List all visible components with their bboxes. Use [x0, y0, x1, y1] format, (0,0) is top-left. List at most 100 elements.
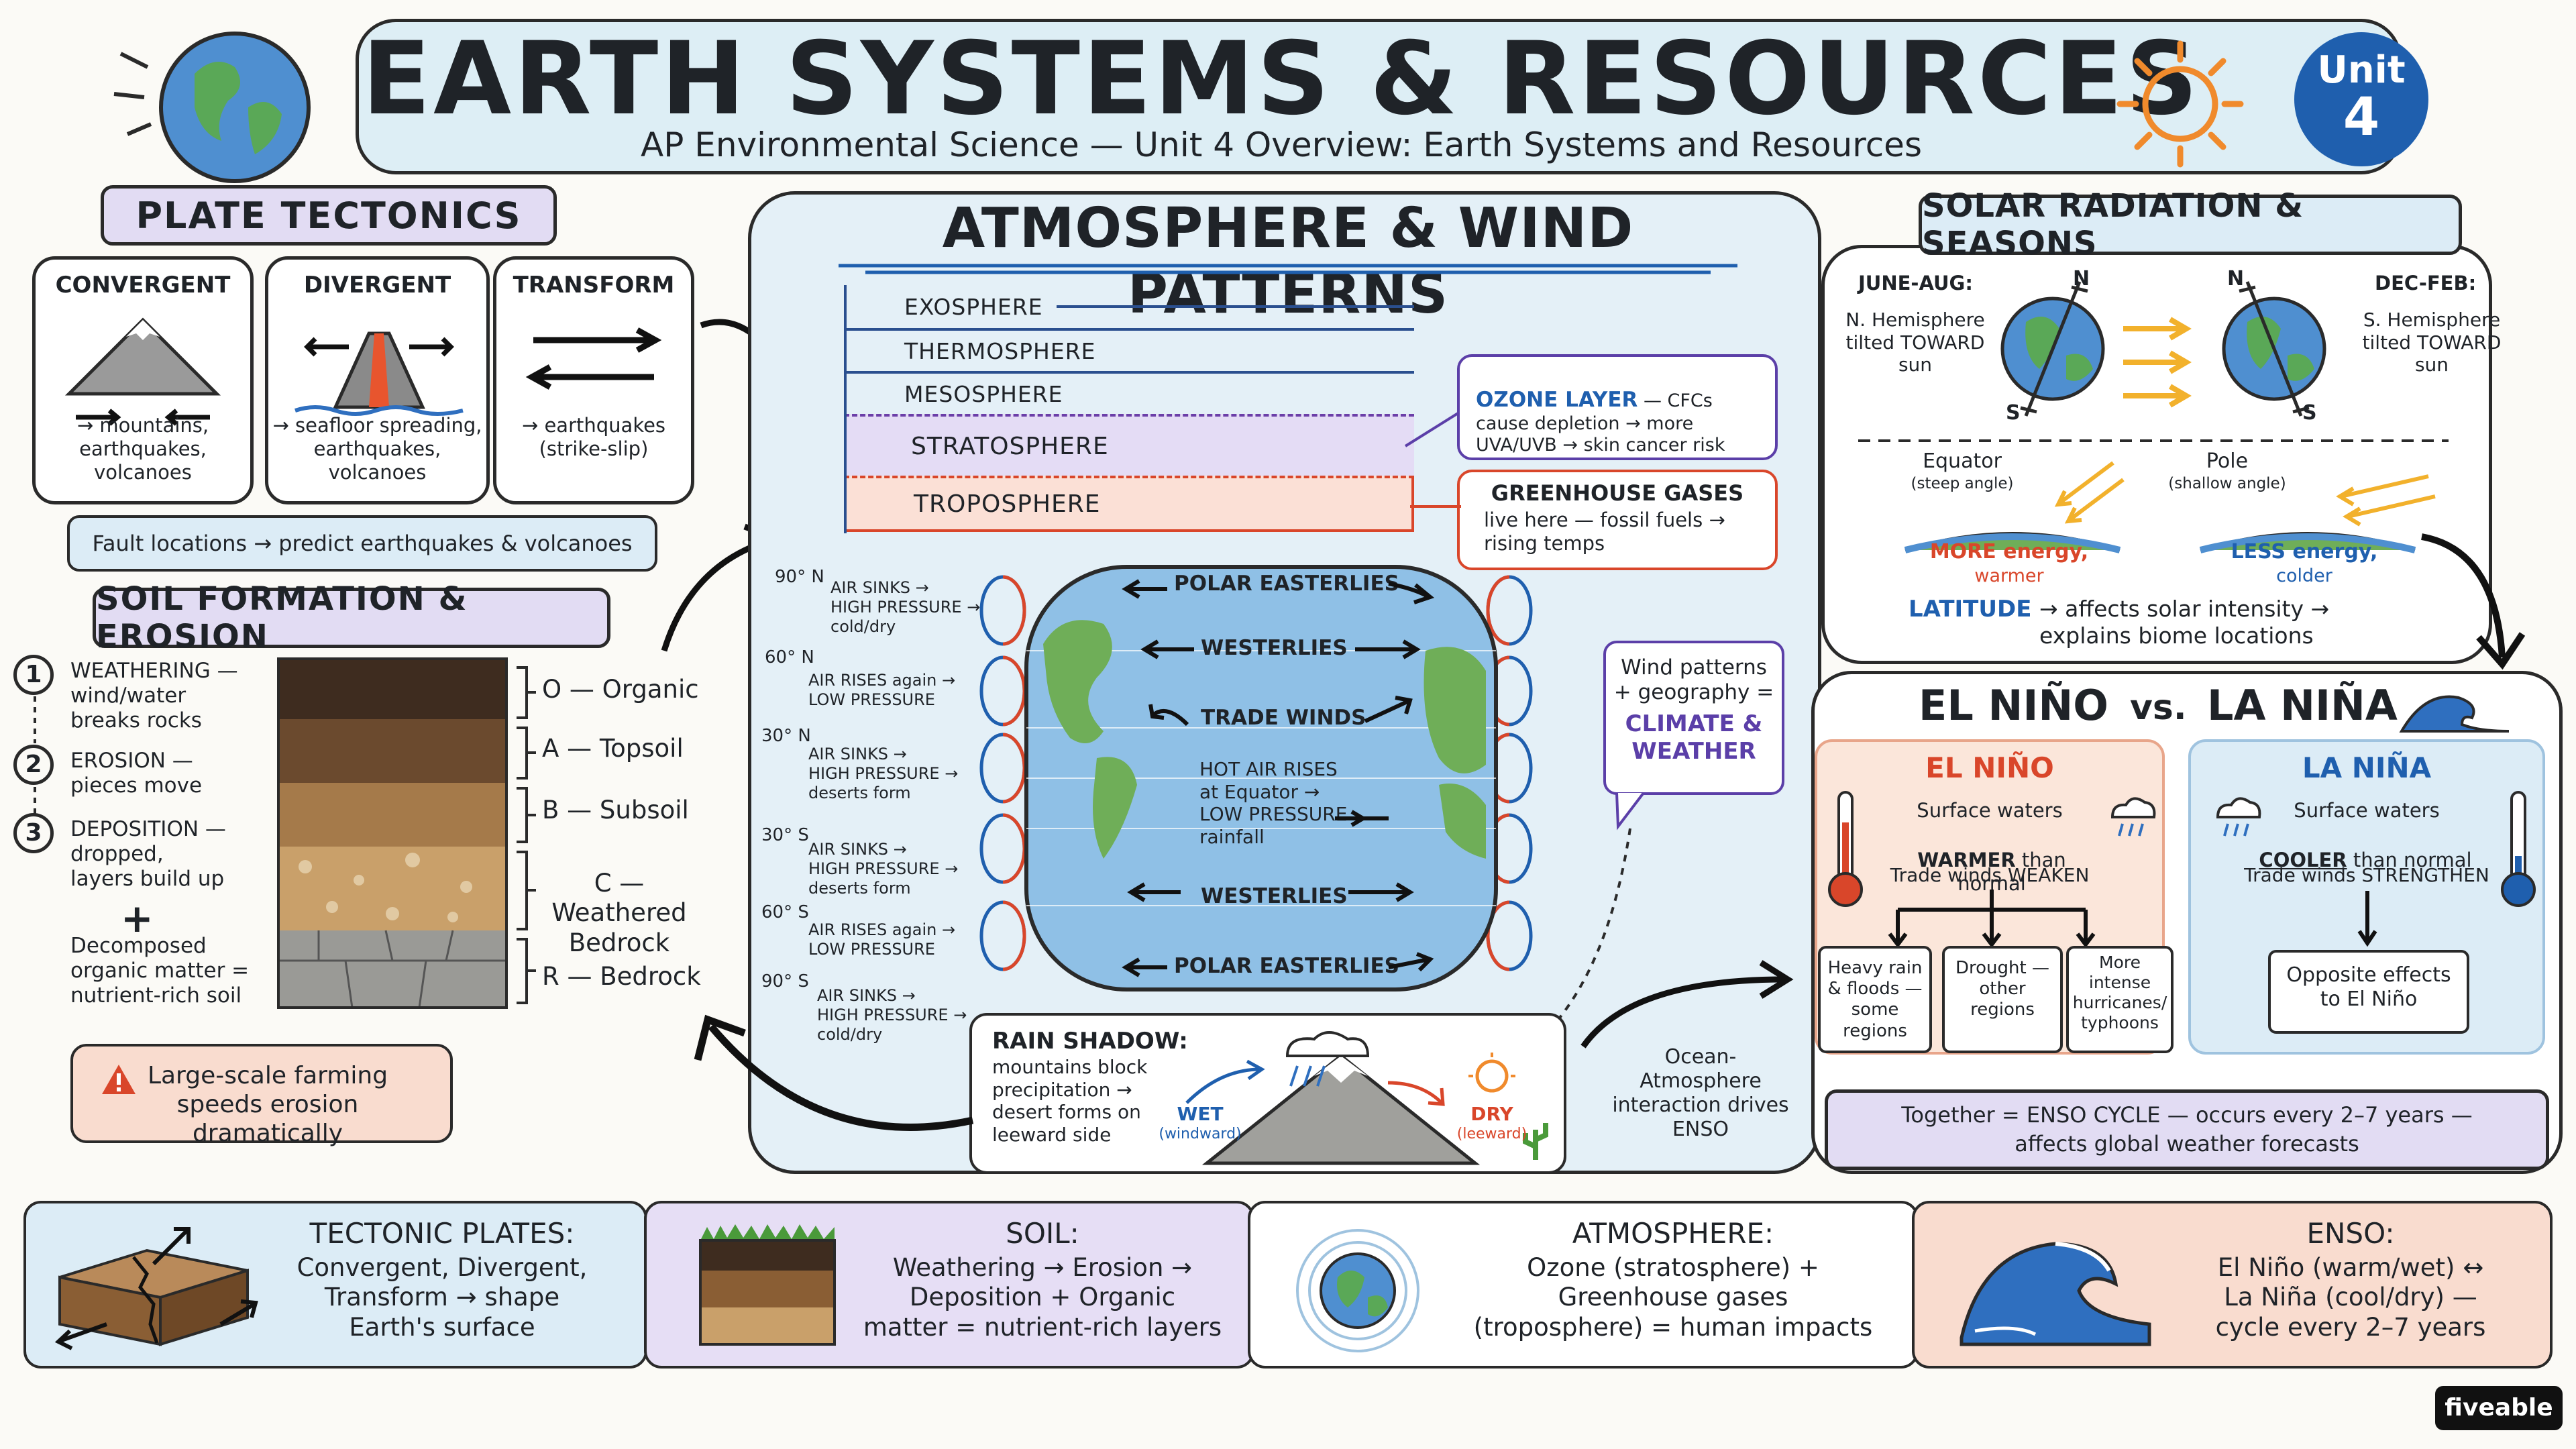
- cell-note: AIR SINKS → HIGH PRESSURE → deserts form: [808, 840, 959, 898]
- dry-label: DRY: [1470, 1103, 1513, 1125]
- latitude-30n: 30° N: [761, 726, 811, 746]
- thermometer-hot-icon: [1828, 791, 1863, 907]
- north-pole-label: N: [2073, 267, 2090, 290]
- cell-note: AIR RISES again → LOW PRESSURE: [808, 920, 956, 959]
- rain-shadow-mountain: [1185, 1031, 1548, 1165]
- soil-heading: SOIL FORMATION & EROSION: [93, 580, 610, 655]
- cell-note: AIR SINKS → HIGH PRESSURE → cold/dry: [817, 986, 967, 1044]
- flow-arrow: [2421, 533, 2526, 670]
- header-banner: [356, 19, 2402, 174]
- cell-note: AIR SINKS → HIGH PRESSURE → deserts form: [808, 745, 959, 802]
- globe-icon: [113, 32, 311, 183]
- summary-soil: SOIL: Weathering → Erosion → Deposition …: [644, 1201, 1254, 1368]
- la-nina-trade: Trade winds STRENGTHEN: [2244, 864, 2489, 886]
- summary-title: SOIL:: [1006, 1217, 1079, 1250]
- steep-sun-rays-icon: [1904, 461, 2125, 553]
- unit-label: Unit: [2317, 48, 2406, 93]
- flow-arrow: [694, 1014, 974, 1131]
- north-pole-label: N: [2227, 267, 2245, 290]
- greenhouse-pointer: [1410, 505, 1461, 508]
- wet-label: WET: [1177, 1103, 1224, 1125]
- less-energy: LESS energy,: [2231, 540, 2378, 564]
- earth-tilted-north-icon: [2000, 281, 2105, 417]
- layer-label: THERMOSPHERE: [904, 337, 1096, 364]
- wind-westerlies-south: WESTERLIES: [1201, 884, 1348, 908]
- summary-text: El Niño (warm/wet) ↔ La Niña (cool/dry) …: [2215, 1253, 2486, 1342]
- ozone-callout: OZONE LAYER — CFCs cause depletion → mor…: [1457, 354, 1778, 460]
- cell-note: AIR SINKS → HIGH PRESSURE → cold/dry: [830, 578, 981, 636]
- opposite-effects-card: Opposite effects to El Niño: [2268, 950, 2469, 1034]
- thermometer-cold-icon: [2501, 791, 2536, 907]
- rain-shadow-title: RAIN SHADOW:: [992, 1028, 1188, 1055]
- divergent-title: DIVERGENT: [303, 272, 451, 299]
- step-connector: [34, 696, 36, 816]
- june-text: N. Hemisphere tilted TOWARD sun: [1845, 309, 1985, 376]
- pole-sublabel: (shallow angle): [2168, 475, 2286, 492]
- summary-enso: ENSO: El Niño (warm/wet) ↔ La Niña (cool…: [1912, 1201, 2553, 1368]
- latitude-60n: 60° N: [765, 647, 814, 667]
- cell-note: AIR RISES again → LOW PRESSURE: [808, 671, 956, 709]
- dec-label: DEC-FEB:: [2375, 272, 2477, 294]
- cracked-plates-icon: [54, 1227, 258, 1350]
- rift-volcano-icon: [294, 331, 464, 416]
- step-number: 3: [13, 813, 54, 853]
- ozone-title: OZONE LAYER: [1476, 388, 1638, 413]
- la-nina-heading: LA NIÑA: [2207, 681, 2398, 730]
- south-pole-label: S: [2006, 401, 2021, 425]
- brand-logo: fiveable: [2435, 1386, 2563, 1430]
- greenhouse-text: live here — fossil fuels → rising temps: [1484, 508, 1725, 555]
- layer-troposphere: TROPOSPHERE: [844, 476, 1414, 532]
- layer-label: EXOSPHERE: [904, 293, 1043, 320]
- flow-arrow: [1580, 960, 1794, 1049]
- june-label: JUNE-AUG:: [1858, 272, 1973, 294]
- opposite-effects-text: Opposite effects to El Niño: [2286, 963, 2451, 1011]
- latitude-60s: 60° S: [761, 902, 809, 922]
- step-text: WEATHERING — wind/water breaks rocks: [70, 659, 238, 733]
- enso-driver-note: Ocean-Atmosphere interaction drives ENSO: [1612, 1045, 1789, 1141]
- brand-text: fiveable: [2445, 1394, 2553, 1421]
- latitude-30s: 30° S: [761, 825, 809, 845]
- effect-card: Drought — other regions: [1942, 946, 2063, 1053]
- unit-badge: Unit 4: [2294, 32, 2428, 166]
- south-pole-label: S: [2302, 401, 2317, 425]
- layer-label: MESOSPHERE: [904, 380, 1063, 407]
- convergent-desc: → mountains, earthquakes, volcanoes: [76, 414, 209, 484]
- climate-text: Wind patterns + geography =: [1613, 655, 1774, 705]
- effect-card: Heavy rain & floods — some regions: [1818, 946, 1932, 1053]
- earth-tilted-south-icon: [2222, 281, 2326, 417]
- erosion-warning: Large-scale farming speeds erosion drama…: [70, 1044, 453, 1147]
- la-nina-title: LA NIÑA: [2302, 751, 2432, 784]
- plus-sign: +: [121, 896, 154, 941]
- wind-polar-easterlies-south: POLAR EASTERLIES: [1174, 954, 1399, 978]
- greenhouse-callout: GREENHOUSE GASES live here — fossil fuel…: [1457, 470, 1778, 570]
- effect-card: More intense hurricanes/ typhoons: [2066, 946, 2174, 1053]
- effect-text: Drought — other regions: [1955, 958, 2049, 1020]
- dec-text: S. Hemisphere tilted TOWARD sun: [2362, 309, 2502, 376]
- el-nino-heading: EL NIÑO: [1919, 681, 2108, 730]
- ozone-text: — CFCs cause depletion → more UVA/UVB → …: [1476, 390, 1725, 455]
- heading-underline: [839, 264, 1737, 274]
- more-energy: MORE energy,: [1929, 540, 2089, 564]
- sun-rays-arrows: [2123, 317, 2192, 408]
- summary-atmosphere: ATMOSPHERE: Ozone (stratosphere) + Green…: [1248, 1201, 1919, 1368]
- horizon-c: C — Weathered Bedrock: [551, 869, 687, 957]
- layer-line: [1056, 305, 1414, 308]
- summary-tectonic: TECTONIC PLATES: Convergent, Divergent, …: [23, 1201, 647, 1368]
- el-nino-trade: Trade winds WEAKEN: [1890, 864, 2090, 886]
- rain-shadow-box: RAIN SHADOW: mountains block precipitati…: [969, 1013, 1566, 1174]
- branch-arrows: [1888, 890, 2096, 948]
- la-nina-text: Surface waters: [2294, 799, 2440, 822]
- divider-dashed: [1858, 439, 2449, 442]
- solar-panel: [1821, 245, 2492, 664]
- horizon-b: B — Subsoil: [542, 796, 689, 824]
- step-number: 2: [13, 745, 54, 785]
- horizon-o: O — Organic: [542, 675, 699, 704]
- sun-icon: [2116, 40, 2244, 168]
- summary-title: TECTONIC PLATES:: [309, 1217, 575, 1250]
- ozone-pointer: [1404, 411, 1460, 447]
- step-text: EROSION — pieces move: [70, 749, 203, 798]
- layer-exosphere: EXOSPHERE: [844, 285, 1414, 328]
- horizon-brackets: [517, 666, 536, 1004]
- page-title: EARTH SYSTEMS & RESOURCES: [362, 21, 2201, 138]
- equator-note: HOT AIR RISES at Equator → LOW PRESSURE …: [1199, 758, 1348, 848]
